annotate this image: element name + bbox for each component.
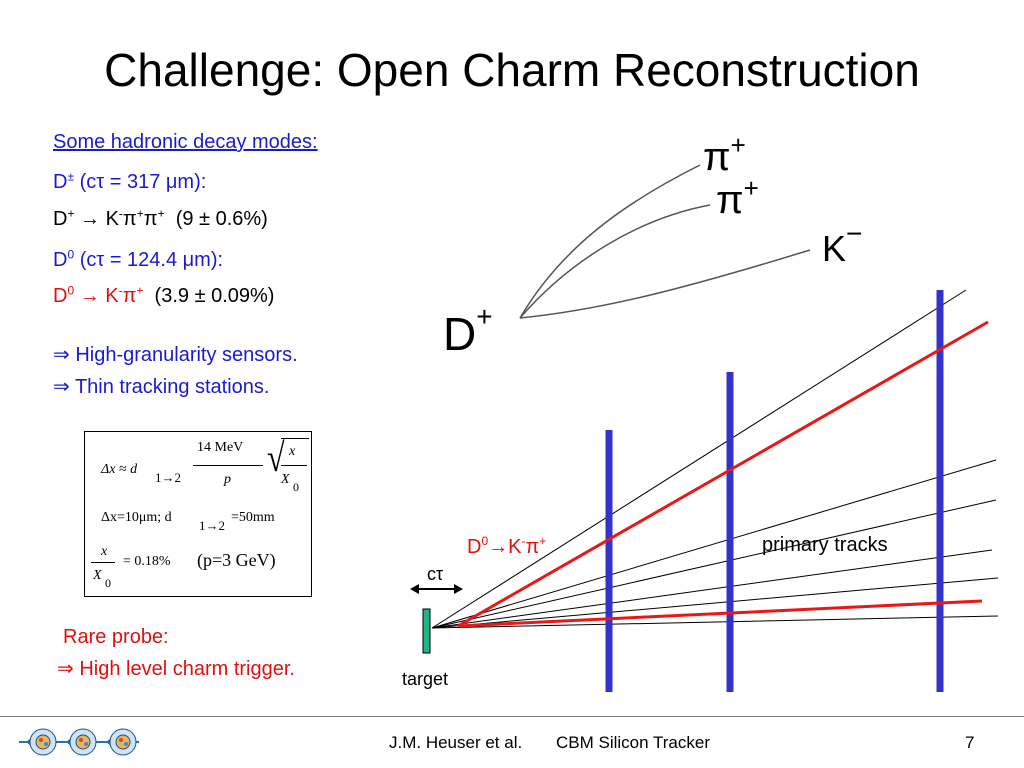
kaon-track [519, 249, 811, 319]
decay-track-1 [457, 320, 989, 628]
target-icon [422, 608, 431, 654]
formula-sub: 1→2 [155, 470, 181, 485]
formula-line2-sub: 1→2 [199, 518, 225, 533]
requirement-thin-stations: ⇒ Thin tracking stations. [53, 376, 270, 398]
pion-track-1 [519, 164, 701, 319]
dplus-label: D+ [443, 301, 493, 360]
rare-probe-label: Rare probe: [63, 626, 169, 648]
formula-line3-paren: (p=3 GeV) [197, 550, 276, 570]
formula-box: Δx ≈ d 1→2 14 MeV p √ x X 0 Δx=10μm; d 1… [84, 431, 312, 597]
primary-tracks [431, 289, 999, 629]
sqrt-icon: √ [267, 435, 285, 480]
cbm-logo-icon [17, 722, 141, 762]
requirement-granularity: ⇒ High-granularity sensors. [53, 344, 298, 366]
dzero-track-label: D0→K-π+ [467, 534, 546, 558]
formula-num: 14 MeV [197, 440, 244, 455]
kaon-label: K− [822, 218, 862, 269]
formula-line2-rest: =50mm [231, 510, 275, 525]
ctau-label: cτ [427, 564, 443, 584]
decay-modes-heading: Some hadronic decay modes: [53, 131, 318, 153]
formula-line3-num: x [101, 544, 108, 559]
formula-line3-rest: = 0.18% [123, 554, 171, 569]
pion-label-2: π+ [716, 173, 759, 222]
footer-project: CBM Silicon Tracker [556, 733, 710, 752]
sqrt-bar [281, 438, 309, 439]
charm-trigger-text: ⇒ High level charm trigger. [57, 658, 295, 680]
ctau-arrow-icon [410, 584, 463, 594]
sqrt-den-sub: 0 [293, 480, 299, 494]
dplus-header: D± (cτ = 317 μm): [53, 169, 207, 193]
sqrt-num: x [289, 444, 296, 459]
sqrt-fraction-bar [281, 465, 307, 466]
formula-dx: Δx ≈ d [101, 462, 138, 477]
pion-label-1: π+ [703, 130, 746, 179]
formula-line3-bar [91, 562, 115, 563]
pion-track-2 [519, 204, 711, 319]
footer-divider [0, 716, 1024, 717]
target-label: target [402, 669, 448, 689]
page-number: 7 [965, 733, 975, 752]
formula-line3-den-sub: 0 [105, 576, 111, 590]
formula-line3-den: X [93, 568, 102, 583]
sqrt-den: X [281, 472, 290, 487]
dplus-decay: D+ → K-π+π+ (9 ± 0.6%) [53, 206, 268, 230]
detector-stations [605, 290, 944, 692]
footer-author: J.M. Heuser et al. [389, 733, 523, 752]
dzero-header: D0 (cτ = 124.4 μm): [53, 247, 224, 271]
decay-track-2 [457, 599, 983, 628]
primary-tracks-label: primary tracks [762, 534, 888, 556]
dzero-decay: D0 → K-π+ (3.9 ± 0.09%) [53, 283, 275, 307]
fraction-bar [193, 465, 263, 466]
slide-title: Challenge: Open Charm Reconstruction [104, 44, 920, 96]
formula-den: p [224, 472, 231, 487]
